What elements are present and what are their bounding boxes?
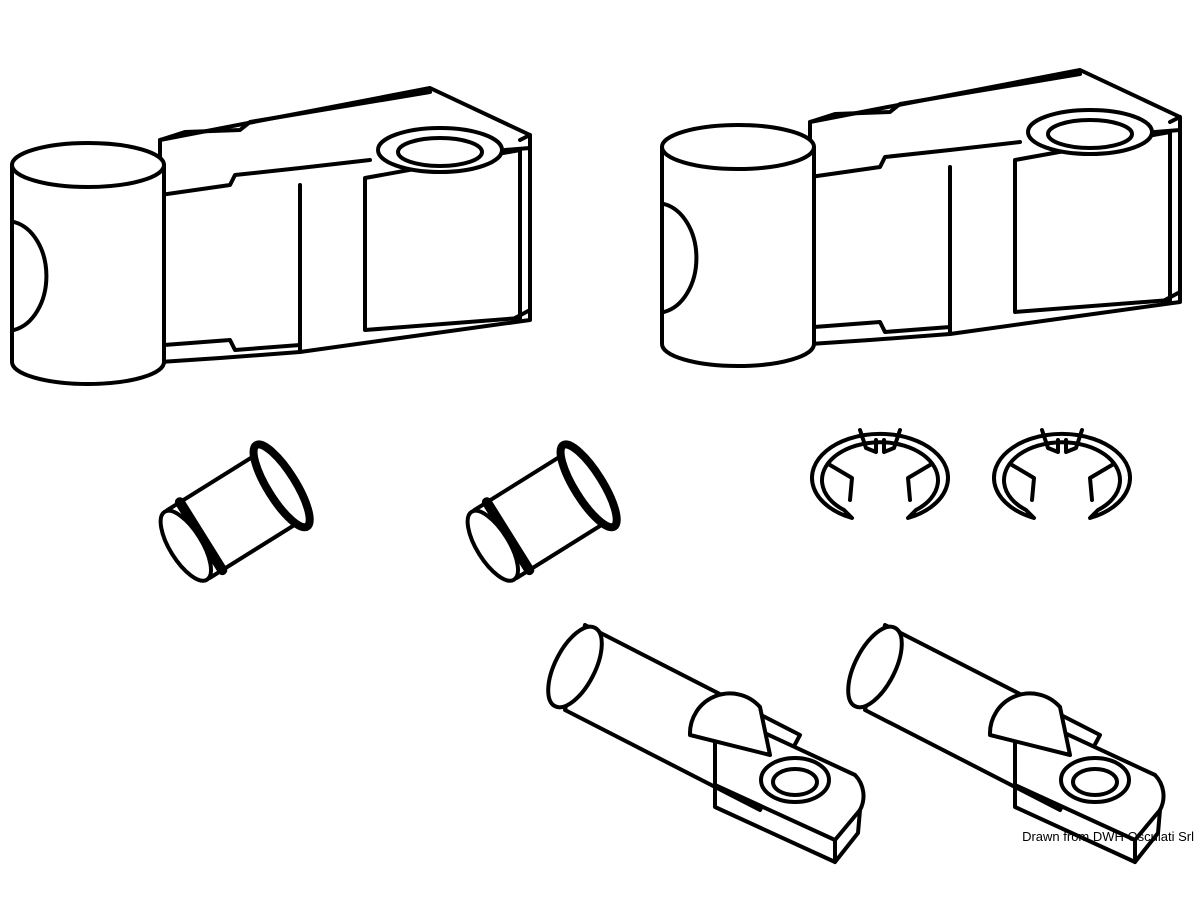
e-clip-right: [992, 428, 1132, 520]
cable-lug-right: [835, 616, 1166, 864]
clamp-body-right: [660, 68, 1182, 368]
drawing-credit: Drawn from DWH Osculati Srl: [1022, 829, 1194, 844]
pin-right: [454, 438, 626, 595]
clamp-body-left: [10, 86, 532, 386]
e-clip-left: [810, 428, 950, 520]
cable-lug-left: [535, 616, 866, 864]
pin-left: [147, 438, 319, 595]
